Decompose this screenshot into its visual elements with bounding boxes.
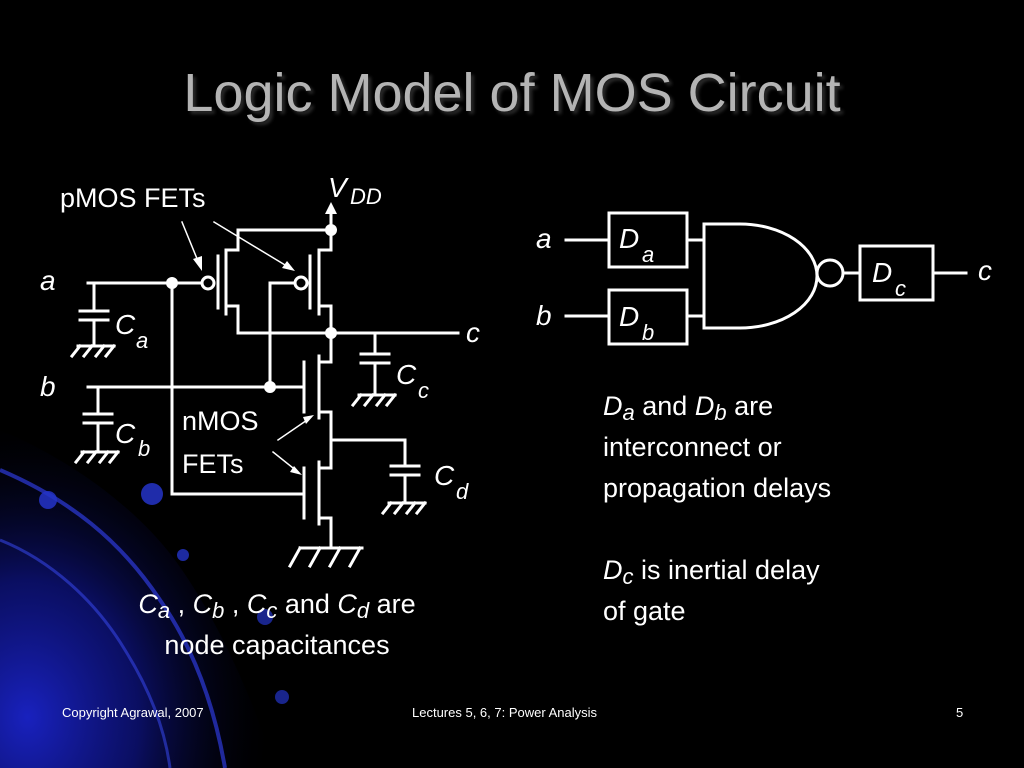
note-cap-c: C	[246, 589, 267, 619]
note-delay-a-sub: a	[622, 400, 635, 425]
logic-model	[564, 211, 968, 346]
pmos-transistor-b	[293, 228, 333, 335]
cap-b-letter: C	[115, 418, 136, 449]
delays-note-line3: propagation delays	[603, 473, 832, 503]
cap-c-letter: C	[396, 359, 417, 390]
note-cap-a: C	[138, 589, 158, 619]
note-cap-d: C	[337, 589, 357, 619]
cap-c-subscript: c	[418, 378, 429, 403]
note-delay-b: D	[694, 391, 715, 421]
capacitance-note-line1: Ca , Cb , Cc and Cd are	[60, 584, 494, 625]
nand-gate	[702, 222, 819, 330]
footer-page-number: 5	[956, 705, 964, 720]
note-delay-c-sub: c	[622, 564, 634, 589]
cap-a-subscript: a	[136, 328, 148, 353]
capacitor-cc	[350, 331, 398, 408]
delay-c-letter: D	[872, 257, 892, 288]
note-inertial-text: is inertial delay	[633, 555, 820, 585]
slide-title: Logic Model of MOS Circuit	[183, 63, 841, 123]
note-delay-a: D	[603, 391, 623, 421]
ground-main	[287, 545, 364, 569]
capacitor-cb	[73, 385, 121, 465]
circuit-input-b: b	[40, 371, 56, 402]
delays-note: Da and Db are interconnect or propagatio…	[603, 386, 831, 509]
nmos-label-line2: FETs	[182, 449, 244, 479]
note-cap-b-sub: b	[212, 598, 225, 623]
note-sep: ,	[224, 589, 247, 619]
pmos-transistor-a	[200, 228, 240, 335]
note-and: and	[634, 391, 695, 421]
capacitance-note-line2: node capacitances	[164, 630, 390, 660]
footer-copyright: Copyright Agrawal, 2007	[62, 705, 204, 720]
label-pointers	[181, 220, 312, 474]
nand-inversion-bubble	[815, 258, 845, 288]
note-sep: ,	[170, 589, 193, 619]
inertial-note-line1: Dc is inertial delay	[603, 550, 820, 591]
note-cap-b: C	[192, 589, 213, 619]
delay-c-subscript: c	[895, 276, 906, 301]
inertial-delay-note: Dc is inertial delay of gate	[603, 550, 820, 632]
logic-input-a: a	[536, 223, 552, 254]
inertial-note-line2: of gate	[603, 596, 686, 626]
delay-b-letter: D	[619, 301, 639, 332]
nmos-transistor-b	[302, 331, 333, 442]
nmos-label-line1: nMOS	[182, 406, 259, 436]
cap-b-subscript: b	[138, 436, 150, 461]
circuit-input-a: a	[40, 265, 56, 296]
pmos-label: pMOS FETs	[60, 183, 206, 213]
capacitor-ca	[69, 281, 117, 359]
delays-note-line2: interconnect or	[603, 432, 782, 462]
circuit-output-c: c	[466, 317, 480, 348]
input-b-wire	[86, 281, 306, 393]
note-and: and	[277, 589, 338, 619]
logic-output-c: c	[978, 255, 992, 286]
note-cap-c-sub: c	[266, 598, 278, 623]
delays-note-line1: Da and Db are	[603, 386, 831, 427]
note-are: are	[726, 391, 774, 421]
logic-input-b: b	[536, 300, 552, 331]
delay-b-subscript: b	[642, 320, 654, 345]
vdd-subscript: DD	[350, 184, 382, 209]
note-delay-c: D	[603, 555, 623, 585]
vdd-label: V	[328, 172, 349, 203]
delay-a-subscript: a	[642, 242, 654, 267]
footer-lecture: Lectures 5, 6, 7: Power Analysis	[412, 705, 597, 720]
capacitance-note: Ca , Cb , Cc and Cd are node capacitance…	[60, 584, 494, 666]
delay-a-letter: D	[619, 223, 639, 254]
note-are: are	[369, 589, 416, 619]
note-cap-d-sub: d	[356, 598, 370, 623]
note-delay-b-sub: b	[714, 400, 727, 425]
note-cap-a-sub: a	[157, 598, 171, 623]
nmos-transistor-a	[302, 438, 333, 550]
cap-d-letter: C	[434, 460, 455, 491]
cap-d-subscript: d	[456, 479, 469, 504]
capacitor-cd	[380, 438, 428, 516]
cap-a-letter: C	[115, 309, 136, 340]
